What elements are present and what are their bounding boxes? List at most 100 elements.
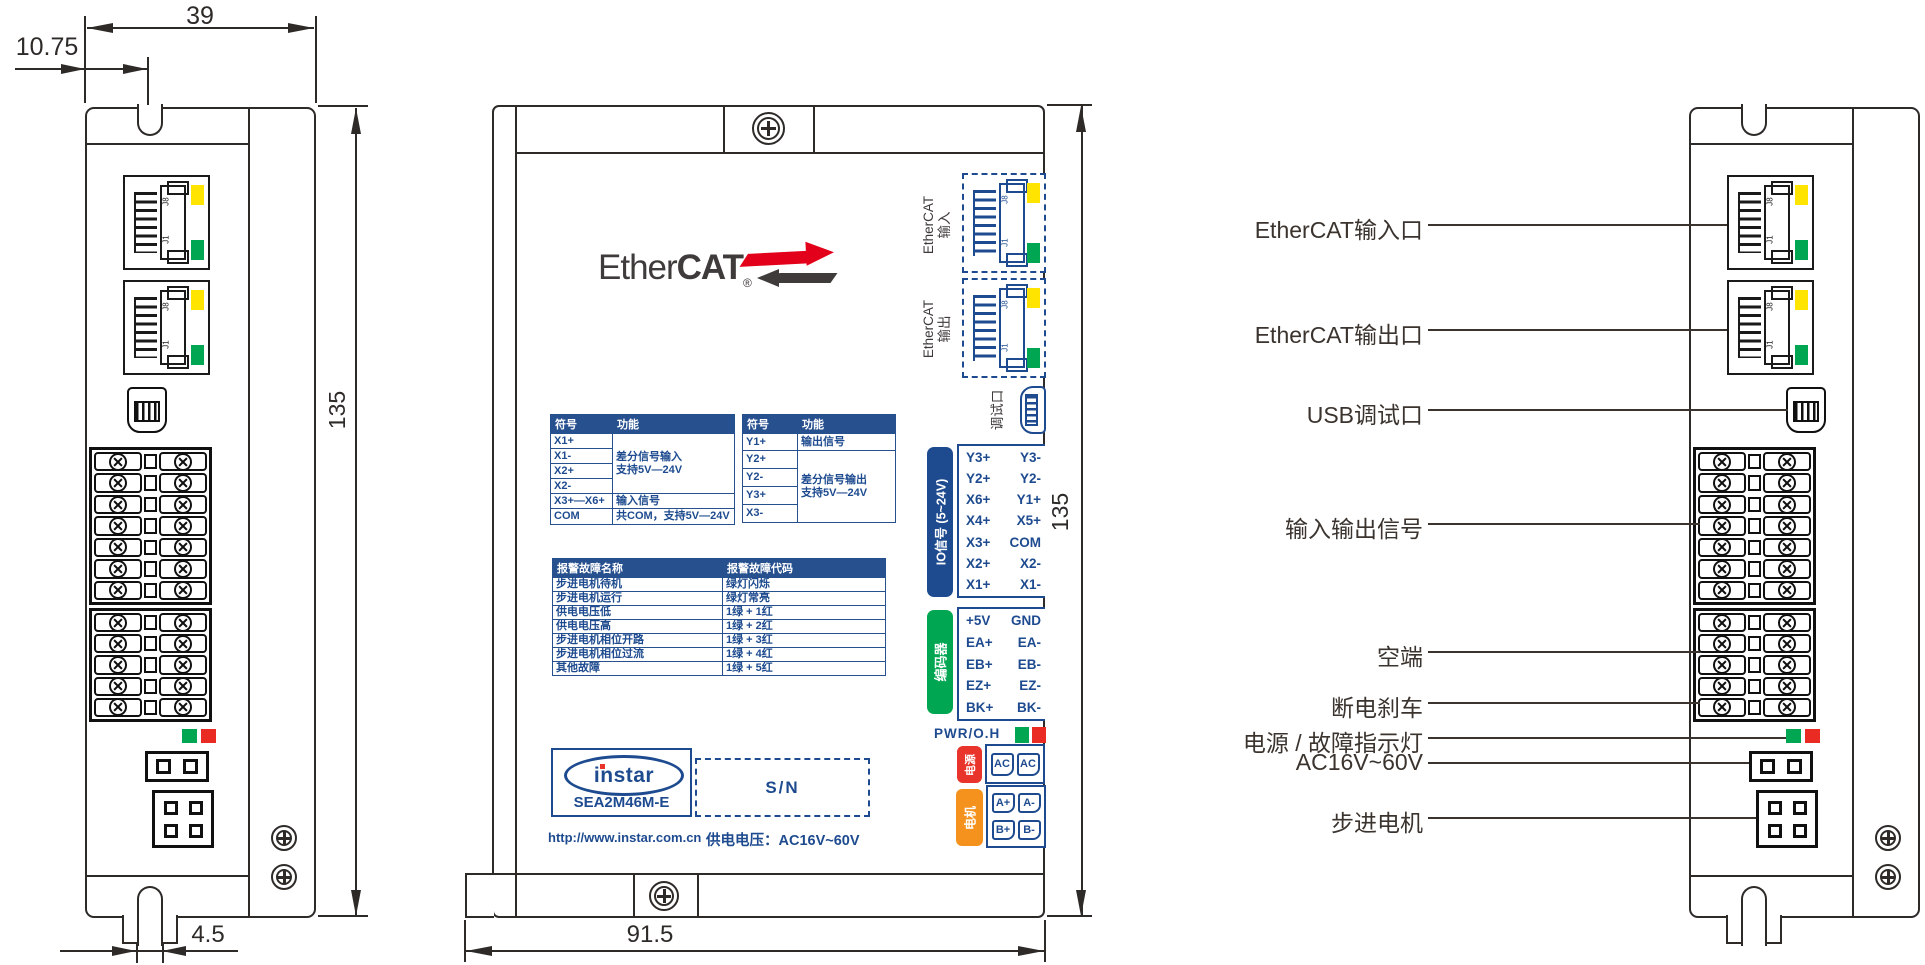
alarm-name: 其他故障	[552, 661, 723, 676]
yellow-led	[1027, 183, 1040, 203]
terminal-cell	[94, 613, 142, 633]
terminal-cell	[1763, 473, 1811, 493]
pin-label: EA-	[1017, 634, 1041, 650]
jack-pin-label-j1: J1	[161, 235, 171, 244]
io-terminal-block-left-view	[89, 447, 212, 605]
terminal-clamp	[144, 539, 157, 556]
terminal-cell	[1763, 452, 1811, 472]
power-label-box: 电源	[957, 746, 982, 783]
logo-red-arrow-head	[805, 240, 835, 266]
terminal-cell	[94, 452, 142, 472]
terminal-cell	[1763, 676, 1811, 696]
motor-pin: A+	[991, 792, 1015, 813]
pin-function: 差分信号输出 支持5V—24V	[797, 450, 896, 523]
dim-ext-line	[1047, 915, 1092, 917]
pin-label: X4+	[966, 513, 991, 529]
alarm-name: 步进电机运行	[552, 591, 723, 606]
dim-line-135-front	[1081, 106, 1083, 916]
pin-function: 差分信号输入 支持5V—24V	[612, 433, 735, 494]
ethercat-logo: EtherCAT®	[598, 248, 752, 290]
dim-slot-width: 4.5	[191, 921, 225, 948]
flange-screw	[271, 825, 297, 851]
terminal-cell	[1763, 494, 1811, 515]
motor-pin: A-	[1017, 792, 1041, 813]
jack-pin-label-j8: J8	[1765, 302, 1775, 311]
callout-power-off-brake: 断电刹车	[1331, 695, 1423, 721]
screw-terminal	[1713, 559, 1731, 578]
rj45-pin-comb	[1738, 192, 1761, 253]
rj45-latch-tab	[1771, 286, 1793, 300]
screw-box-line	[723, 107, 725, 152]
terminal-cell	[159, 655, 207, 675]
logo-text-light: Ether	[598, 248, 678, 287]
instar-logo-dot	[600, 764, 605, 769]
terminal-clamp	[1748, 582, 1761, 598]
terminal-clamp	[1748, 539, 1761, 556]
flange-screw	[1875, 864, 1901, 890]
dim-ext-line	[147, 57, 149, 105]
terminal-row	[1697, 537, 1812, 558]
pin-label: Y3-	[1019, 450, 1041, 465]
dim-arrow	[288, 23, 314, 33]
front-bottom-screw	[649, 881, 679, 911]
terminal-cell	[1698, 473, 1746, 493]
screw-terminal	[1713, 698, 1731, 717]
screw-terminal	[1713, 474, 1731, 493]
pin-row: EB+ EB-	[959, 657, 1045, 672]
pin-symbol: X3-	[742, 504, 798, 523]
ac-pin: AC	[990, 752, 1014, 776]
dim-line-915	[466, 950, 1044, 952]
pin-row: X6+Y1+	[959, 492, 1045, 507]
dim-arrow	[1076, 106, 1086, 132]
terminal-cell	[159, 537, 207, 558]
pin-label: X2-	[1019, 555, 1041, 571]
terminal-row	[93, 537, 208, 558]
screw-terminal	[109, 495, 127, 514]
terminal-clamp	[1748, 678, 1761, 694]
pin-label: X5+	[1016, 513, 1041, 529]
screw-terminal	[1778, 538, 1796, 557]
terminal-row	[1697, 633, 1812, 654]
pin-label: EB+	[966, 656, 993, 672]
screw-terminal	[1778, 656, 1796, 674]
terminal-cell	[1698, 559, 1746, 579]
terminal-cell	[1698, 676, 1746, 696]
pin-row: X4+ X5+	[959, 513, 1045, 528]
pin-function: 输出信号	[797, 433, 896, 451]
pin-symbol: Y3+	[742, 486, 798, 505]
dim-arrow	[351, 108, 361, 134]
encoder-terminal-block-left-view	[89, 608, 212, 722]
pin-label: EB-	[1017, 656, 1041, 672]
jack-pin-label-j8: J8	[1000, 195, 1010, 204]
pin-label: X1+	[966, 576, 991, 592]
ethercat-out-port-label: EtherCAT 输出	[919, 279, 955, 379]
terminal-cell	[94, 494, 142, 515]
jack-pin-label-j1: J1	[1000, 238, 1010, 247]
terminal-cell	[1763, 634, 1811, 654]
callout-line	[1428, 702, 1700, 704]
yellow-led	[191, 290, 204, 310]
terminal-cell	[159, 613, 207, 633]
screw-terminal	[174, 613, 192, 632]
terminal-clamp	[1748, 454, 1761, 470]
dim-arrow	[351, 890, 361, 916]
dim-line-45	[60, 950, 238, 952]
terminal-row	[93, 580, 208, 601]
screw-terminal	[174, 474, 192, 493]
pin-label: BK+	[966, 700, 994, 715]
ac-connector: AC AC	[985, 744, 1045, 784]
right-view-top-mounting-slot	[1741, 104, 1767, 136]
callout-line	[1428, 817, 1756, 819]
logo-text-bold: CAT	[676, 248, 744, 287]
alarm-code: 1绿 + 1红	[722, 605, 886, 620]
function-line: 差分信号输出	[801, 473, 867, 486]
terminal-clamp	[1748, 475, 1761, 491]
alarm-code: 1绿 + 4红	[722, 647, 886, 662]
alarm-name: 供电电压高	[552, 619, 723, 634]
logo-black-arrow-tail	[772, 273, 838, 283]
yellow-led	[1027, 288, 1040, 308]
pin-symbol: Y2+	[742, 450, 798, 469]
dim-arrow	[112, 946, 136, 956]
